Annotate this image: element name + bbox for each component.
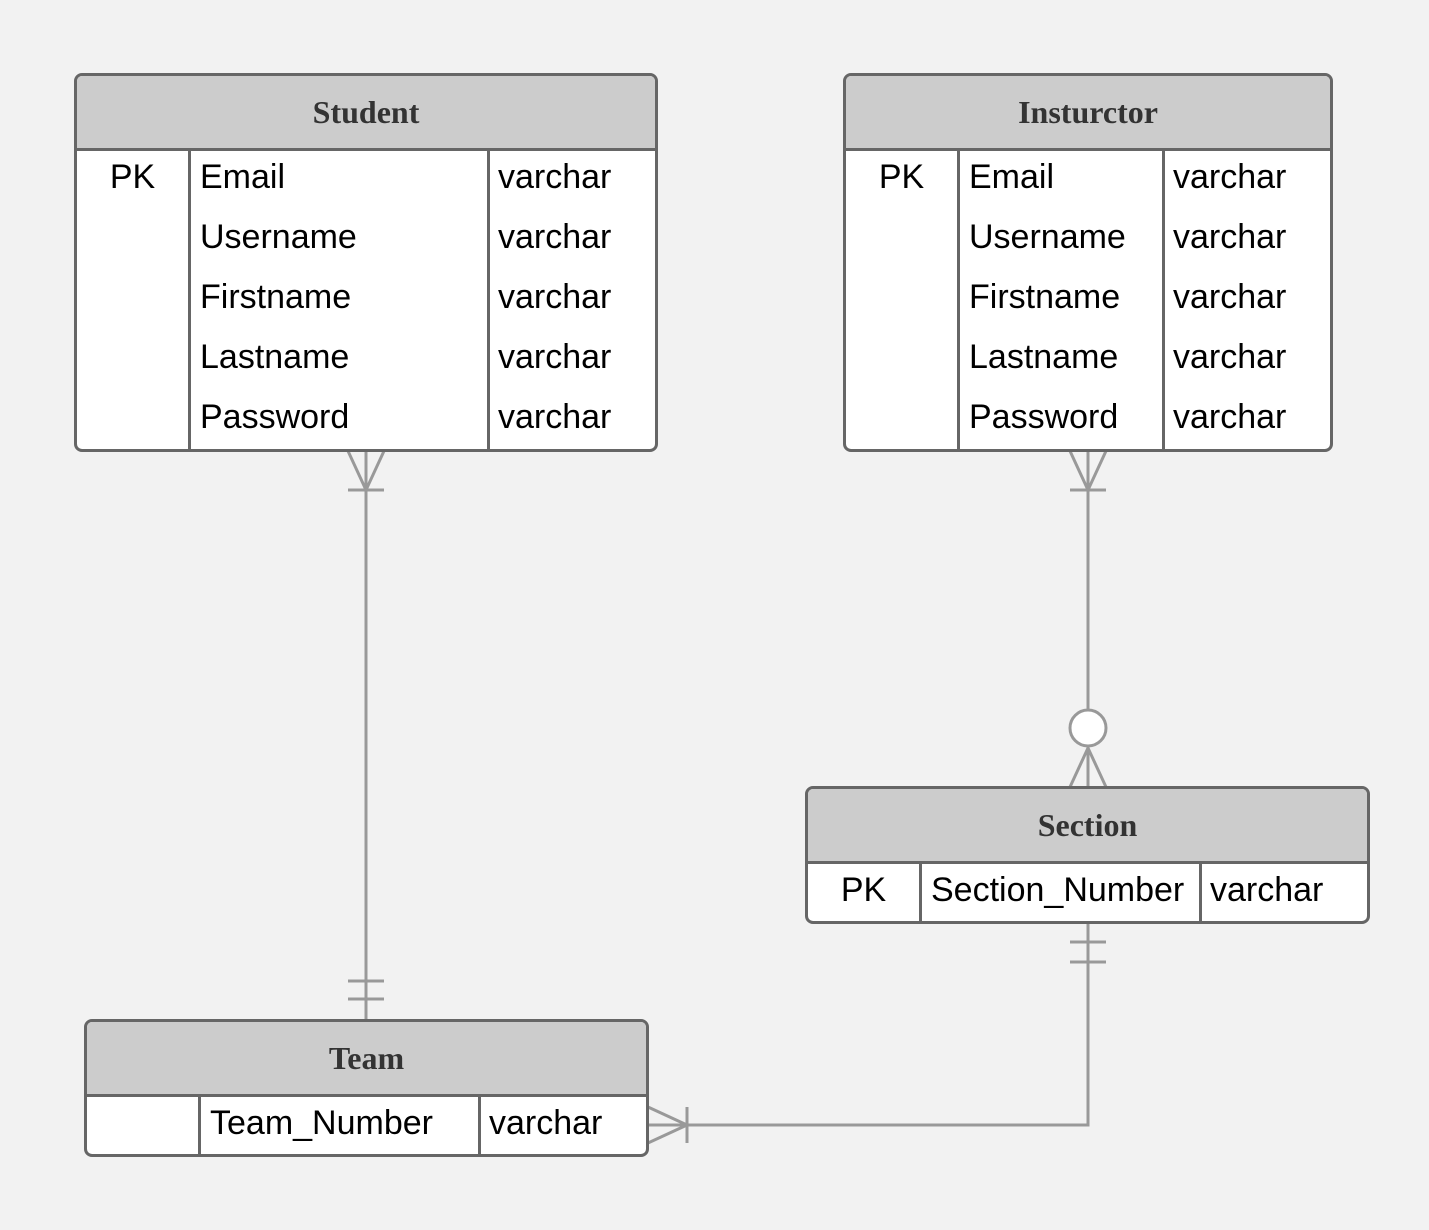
field-column: Section_Number — [922, 864, 1202, 921]
field-column: Team_Number — [201, 1097, 481, 1154]
field-column: Email Username Firstname Lastname Passwo… — [960, 151, 1165, 449]
exactly-one-marker-icon — [348, 979, 384, 1001]
field-type: varchar — [1210, 871, 1324, 909]
key-column: PK — [808, 864, 922, 921]
entity-title: Insturctor — [846, 76, 1330, 151]
key-cell — [77, 275, 188, 335]
field-name: Section_Number — [931, 871, 1185, 909]
field-name: Firstname — [200, 278, 352, 316]
type-column: varchar — [481, 1097, 646, 1154]
field-name: Lastname — [969, 338, 1119, 376]
field-name: Firstname — [969, 278, 1121, 316]
field-name: Username — [969, 218, 1126, 256]
field-type: varchar — [1173, 218, 1287, 256]
field-name: Email — [969, 158, 1055, 196]
key-cell — [77, 335, 188, 395]
exactly-one-marker-icon — [1070, 940, 1106, 964]
key-column: PK — [77, 151, 191, 449]
field-name: Username — [200, 218, 357, 256]
crows-foot-zero-or-many-icon — [1068, 708, 1108, 788]
key-cell — [846, 275, 957, 335]
field-type: varchar — [489, 1104, 603, 1142]
key-column — [87, 1097, 201, 1154]
key-cell — [87, 1101, 198, 1154]
field-column: Email Username Firstname Lastname Passwo… — [191, 151, 490, 449]
field-type: varchar — [1173, 278, 1287, 316]
field-name: Password — [200, 398, 350, 436]
key-column: PK — [846, 151, 960, 449]
key-cell — [77, 215, 188, 275]
entity-title: Team — [87, 1022, 646, 1097]
crows-foot-one-or-many-icon — [1068, 450, 1108, 492]
field-type: varchar — [498, 398, 612, 436]
crows-foot-one-or-many-icon — [647, 1105, 689, 1145]
relationship-student-team[interactable] — [346, 450, 386, 1020]
entity-section[interactable]: Section PK Section_Number varchar — [805, 786, 1370, 924]
entity-attributes: Team_Number varchar — [87, 1097, 646, 1154]
field-type: varchar — [1173, 338, 1287, 376]
field-name: Email — [200, 158, 286, 196]
key-cell: PK — [840, 871, 887, 909]
relationship-instructor-section[interactable] — [1068, 450, 1108, 788]
entity-attributes: PK Section_Number varchar — [808, 864, 1367, 921]
field-name: Team_Number — [210, 1104, 433, 1142]
field-type: varchar — [498, 218, 612, 256]
entity-title: Section — [808, 789, 1367, 864]
type-column: varchar varchar varchar varchar varchar — [490, 151, 655, 449]
relationship-section-team[interactable] — [647, 923, 1106, 1145]
key-cell — [846, 395, 957, 449]
field-type: varchar — [1173, 398, 1287, 436]
field-name: Password — [969, 398, 1119, 436]
entity-attributes: PK Email Username Firstname Lastname Pas… — [846, 151, 1330, 449]
key-cell — [77, 395, 188, 449]
entity-instructor[interactable]: Insturctor PK Email Username Firstname L… — [843, 73, 1333, 452]
entity-student[interactable]: Student PK Email Username Firstname Last… — [74, 73, 658, 452]
entity-team[interactable]: Team Team_Number varchar — [84, 1019, 649, 1157]
field-type: varchar — [1173, 158, 1287, 196]
key-cell — [846, 215, 957, 275]
crows-foot-one-or-many-icon — [346, 450, 386, 492]
key-cell — [846, 335, 957, 395]
entity-title: Student — [77, 76, 655, 151]
field-type: varchar — [498, 338, 612, 376]
field-name: Lastname — [200, 338, 350, 376]
field-type: varchar — [498, 278, 612, 316]
key-cell: PK — [109, 158, 156, 196]
field-type: varchar — [498, 158, 612, 196]
key-cell: PK — [878, 158, 925, 196]
type-column: varchar — [1202, 864, 1367, 921]
entity-attributes: PK Email Username Firstname Lastname Pas… — [77, 151, 655, 449]
type-column: varchar varchar varchar varchar varchar — [1165, 151, 1330, 449]
